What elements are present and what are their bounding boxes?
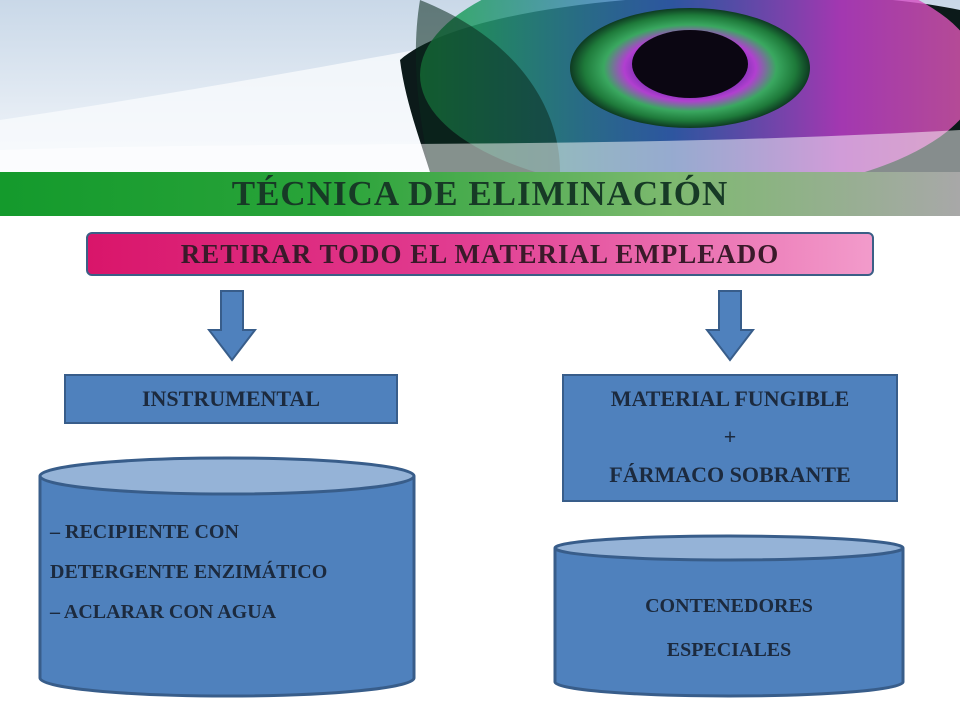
material-fungible-box: MATERIAL FUNGIBLE + FÁRMACO SOBRANTE: [562, 374, 898, 502]
arrow-down-icon-right: [705, 290, 755, 362]
eye-banner-image: [0, 0, 960, 172]
instruction-line: DETERGENTE ENZIMÁTICO: [50, 561, 328, 583]
eye-illustration: [0, 0, 960, 172]
box-line: FÁRMACO SOBRANTE: [609, 462, 851, 487]
instruction-line: – ACLARAR CON AGUA: [50, 601, 277, 623]
box-line: +: [723, 424, 737, 449]
special-containers-label: CONTENEDORES ESPECIALES: [553, 584, 905, 672]
main-instruction-banner: RETIRAR TODO EL MATERIAL EMPLEADO: [86, 232, 874, 276]
instruction-line: – RECIPIENTE CON: [50, 521, 239, 543]
cleaning-container-cylinder: [38, 456, 416, 698]
container-line: ESPECIALES: [666, 639, 792, 661]
box-line: MATERIAL FUNGIBLE: [610, 386, 850, 411]
slide-title: TÉCNICA DE ELIMINACIÓN: [231, 174, 729, 213]
arrow-down-icon-left: [207, 290, 257, 362]
instrumental-box: INSTRUMENTAL: [64, 374, 398, 424]
cleaning-instructions: – RECIPIENTE CON DETERGENTE ENZIMÁTICO –…: [50, 512, 327, 632]
container-line: CONTENEDORES: [645, 595, 813, 617]
title-bar: [0, 172, 960, 216]
special-containers-cylinder: [553, 534, 905, 698]
